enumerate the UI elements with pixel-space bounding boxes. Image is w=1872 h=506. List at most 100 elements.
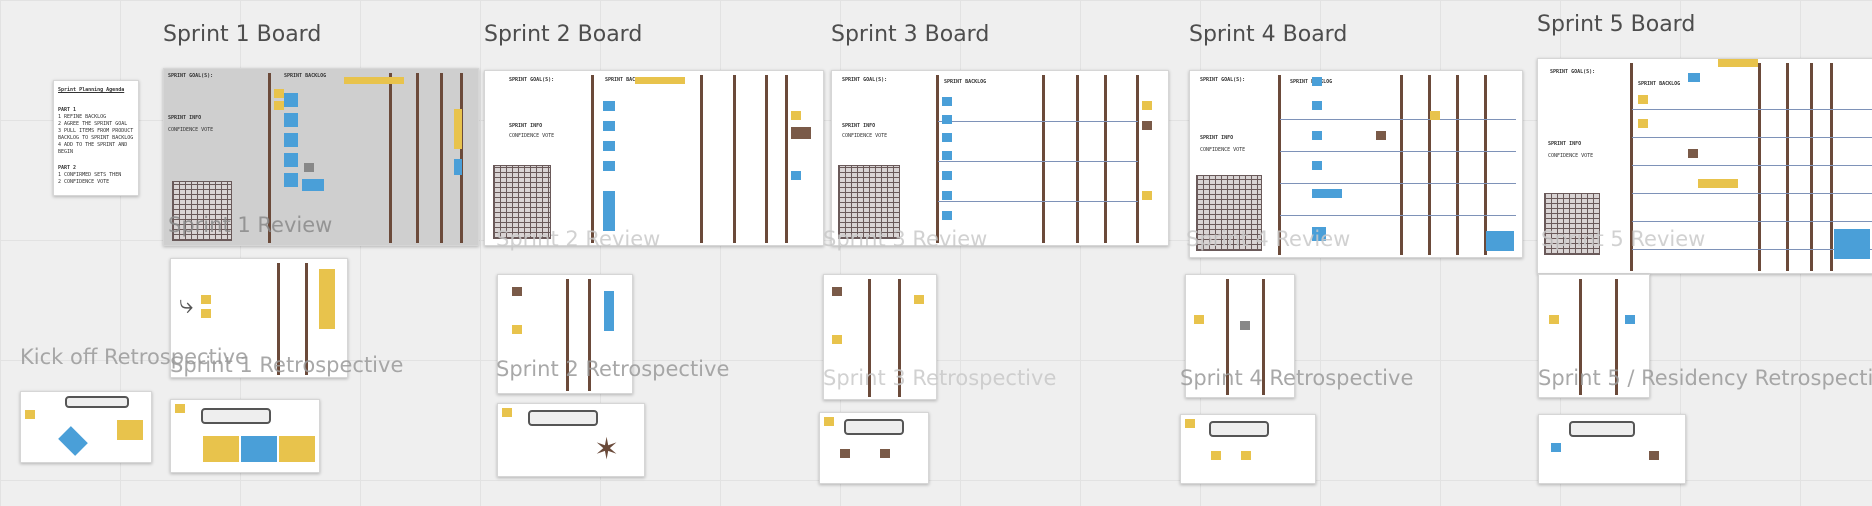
sticky-note[interactable] (1638, 95, 1648, 104)
sticky-note[interactable] (1430, 111, 1440, 120)
sticky-note[interactable] (791, 171, 801, 180)
capacity-grid (838, 165, 900, 239)
sprint5-board[interactable]: SPRINT GOAL(S): SPRINT INFO CONFIDENCE V… (1537, 58, 1872, 274)
sticky-note[interactable] (603, 121, 615, 131)
sprint5-review-label: Sprint 5 Review (1541, 227, 1706, 251)
sticky-note[interactable] (284, 153, 298, 167)
sticky-note[interactable] (942, 115, 952, 124)
sticky-note[interactable] (201, 309, 211, 318)
sprint5-review-board[interactable] (1538, 274, 1650, 398)
sprint-planning-agenda-note[interactable]: Sprint Planning Agenda PART 1 1 REFINE B… (53, 80, 139, 196)
sticky-note[interactable] (1142, 121, 1152, 130)
sticky-note[interactable] (304, 163, 314, 172)
sticky-note[interactable] (942, 133, 952, 142)
sprint1-review-board[interactable]: ⤷ (170, 258, 348, 378)
sticky-note[interactable] (1312, 227, 1326, 241)
sticky-note[interactable] (1376, 131, 1386, 140)
sticky-note[interactable] (1549, 315, 1559, 324)
sprint3-review-board[interactable] (823, 274, 937, 400)
board-column-divider (268, 73, 271, 243)
sticky-note[interactable] (1649, 451, 1659, 460)
sticky-note[interactable] (512, 325, 522, 334)
sticky-note[interactable] (241, 436, 277, 462)
sticky-note[interactable] (603, 161, 615, 171)
sticky-note[interactable] (604, 291, 614, 331)
sticky-note[interactable] (25, 410, 35, 419)
sprint5-retro-board[interactable] (1538, 414, 1686, 484)
sticky-note[interactable] (201, 295, 211, 304)
sticky-note[interactable] (1688, 149, 1698, 158)
sticky-note[interactable] (1194, 315, 1204, 324)
sticky-note[interactable] (302, 179, 324, 191)
sticky-note[interactable] (942, 151, 952, 160)
sticky-note[interactable] (279, 436, 315, 462)
sprint4-review-label: Sprint 4 Review (1186, 227, 1351, 251)
sticky-note[interactable] (1241, 451, 1251, 460)
sticky-note[interactable] (942, 191, 952, 200)
sprint1-board[interactable]: SPRINT GOAL(S): SPRINT INFO CONFIDENCE V… (163, 68, 479, 246)
sticky-note[interactable] (1486, 231, 1514, 251)
sticky-note[interactable] (1638, 119, 1648, 128)
sprint2-retro-board[interactable]: ✶ (497, 403, 645, 477)
kickoff-retro-board[interactable] (20, 391, 152, 463)
sticky-note[interactable] (942, 97, 952, 106)
sticky-note[interactable] (1142, 191, 1152, 200)
sticky-note[interactable] (914, 295, 924, 304)
swimlane-line (938, 201, 1138, 202)
sticky-note[interactable] (117, 420, 143, 440)
sticky-note[interactable] (1718, 59, 1758, 67)
sticky-note[interactable] (1688, 73, 1700, 82)
sticky-note[interactable] (1312, 77, 1322, 86)
sticky-note[interactable] (1312, 189, 1342, 198)
sticky-note[interactable] (1185, 419, 1195, 428)
sticky-note[interactable] (832, 287, 842, 296)
sticky-note[interactable] (603, 141, 615, 151)
sticky-note[interactable] (635, 77, 685, 84)
sticky-note[interactable] (1312, 101, 1322, 110)
sticky-note[interactable] (880, 449, 890, 458)
sticky-note[interactable] (824, 417, 834, 426)
sticky-note[interactable] (1834, 229, 1870, 259)
sticky-note[interactable] (1240, 321, 1250, 330)
sticky-note[interactable] (502, 408, 512, 417)
sticky-note[interactable] (942, 171, 952, 180)
sticky-note[interactable] (1698, 179, 1738, 188)
sticky-note[interactable] (942, 211, 952, 220)
sprint2-board[interactable]: SPRINT GOAL(S): SPRINT INFO CONFIDENCE V… (484, 70, 824, 246)
sticky-note[interactable] (791, 127, 811, 139)
sticky-note[interactable] (284, 113, 298, 127)
sprint4-review-board[interactable] (1185, 274, 1295, 398)
sticky-note[interactable] (791, 111, 801, 120)
sticky-note[interactable] (840, 449, 850, 458)
sprint4-retro-board[interactable] (1180, 414, 1316, 484)
sticky-note[interactable] (512, 287, 522, 296)
sticky-note[interactable] (274, 101, 284, 110)
sticky-note[interactable] (319, 269, 335, 329)
sticky-note[interactable] (284, 133, 298, 147)
sprint3-board[interactable]: SPRINT GOAL(S): SPRINT INFO CONFIDENCE V… (831, 70, 1169, 246)
sprint2-review-board[interactable] (497, 274, 633, 394)
sticky-note[interactable] (454, 159, 462, 175)
board-column-divider (1076, 75, 1079, 243)
sticky-note[interactable] (1312, 161, 1322, 170)
sprint1-retro-board[interactable] (170, 399, 320, 473)
sticky-note[interactable] (603, 101, 615, 111)
sticky-note[interactable] (603, 191, 615, 231)
confidence-vote-heading: CONFIDENCE VOTE (1548, 153, 1594, 159)
sticky-note[interactable] (832, 335, 842, 344)
sprint4-board[interactable]: SPRINT GOAL(S): SPRINT INFO CONFIDENCE V… (1189, 70, 1523, 258)
sticky-note[interactable] (1312, 131, 1322, 140)
sticky-note[interactable] (344, 77, 404, 84)
sticky-note[interactable] (203, 436, 239, 462)
sticky-note[interactable] (175, 404, 185, 413)
sticky-note[interactable] (284, 93, 298, 107)
sticky-note[interactable] (274, 89, 284, 98)
sticky-note[interactable] (454, 109, 462, 149)
sticky-note[interactable] (1551, 443, 1561, 452)
sticky-note[interactable] (58, 426, 88, 456)
sprint3-retro-board[interactable] (819, 412, 929, 484)
sticky-note[interactable] (1211, 451, 1221, 460)
sticky-note[interactable] (1142, 101, 1152, 110)
sticky-note[interactable] (284, 173, 298, 187)
sticky-note[interactable] (1625, 315, 1635, 324)
